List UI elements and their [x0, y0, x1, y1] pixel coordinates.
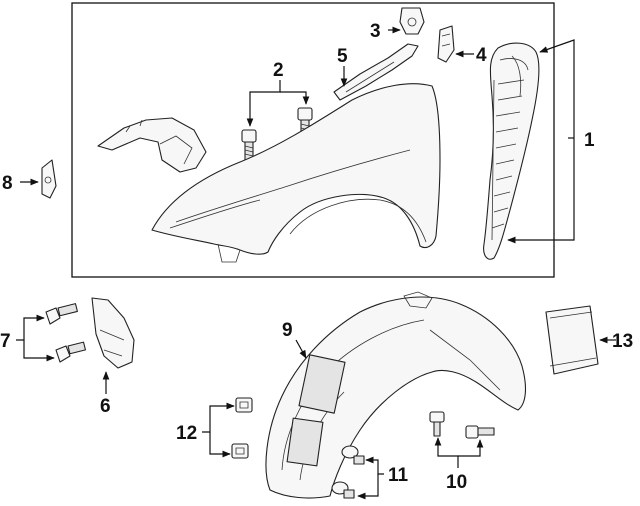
screw-upper[interactable]	[45, 303, 78, 325]
upper-assembly-frame	[71, 2, 555, 278]
leader-lines	[16, 26, 616, 500]
callout-12: 12	[176, 423, 197, 444]
callout-1: 1	[584, 130, 595, 151]
callout-13: 13	[612, 331, 633, 352]
fender-support-bracket[interactable]	[97, 117, 207, 173]
callout-6: 6	[100, 396, 111, 417]
fender-seal-part[interactable]	[333, 43, 419, 101]
front-fender-panel[interactable]	[151, 83, 441, 263]
clip-nut-lower[interactable]	[231, 443, 249, 459]
callout-8: 8	[2, 173, 13, 194]
screw-lower[interactable]	[55, 341, 87, 363]
liner-screw-left[interactable]	[429, 411, 445, 437]
callout-7: 7	[0, 331, 11, 352]
callout-2: 2	[273, 60, 284, 81]
upper-bracket-part[interactable]	[399, 7, 425, 35]
lower-bracket-part[interactable]	[91, 297, 135, 369]
splash-shield-part[interactable]	[483, 42, 540, 260]
callout-labels: 1 2 3 4 5 6 7 8 9 10 11 12 13	[0, 21, 633, 493]
callout-3: 3	[370, 21, 381, 42]
fender-bolt-left[interactable]	[241, 129, 257, 161]
insulator-pad-part[interactable]	[545, 305, 599, 375]
retainer-clip-part[interactable]	[41, 159, 57, 199]
push-pin-clip-lower[interactable]	[331, 481, 355, 499]
clip-nut-upper[interactable]	[235, 397, 253, 413]
liner-screw-right[interactable]	[465, 425, 495, 439]
side-bracket-part[interactable]	[437, 25, 455, 63]
push-pin-clip-upper[interactable]	[341, 445, 365, 465]
wheelhouse-liner-part[interactable]	[265, 291, 527, 499]
callout-11: 11	[388, 465, 409, 486]
callout-10: 10	[446, 472, 467, 493]
callout-9: 9	[282, 320, 293, 341]
callout-4: 4	[476, 45, 487, 66]
callout-5: 5	[337, 46, 348, 67]
